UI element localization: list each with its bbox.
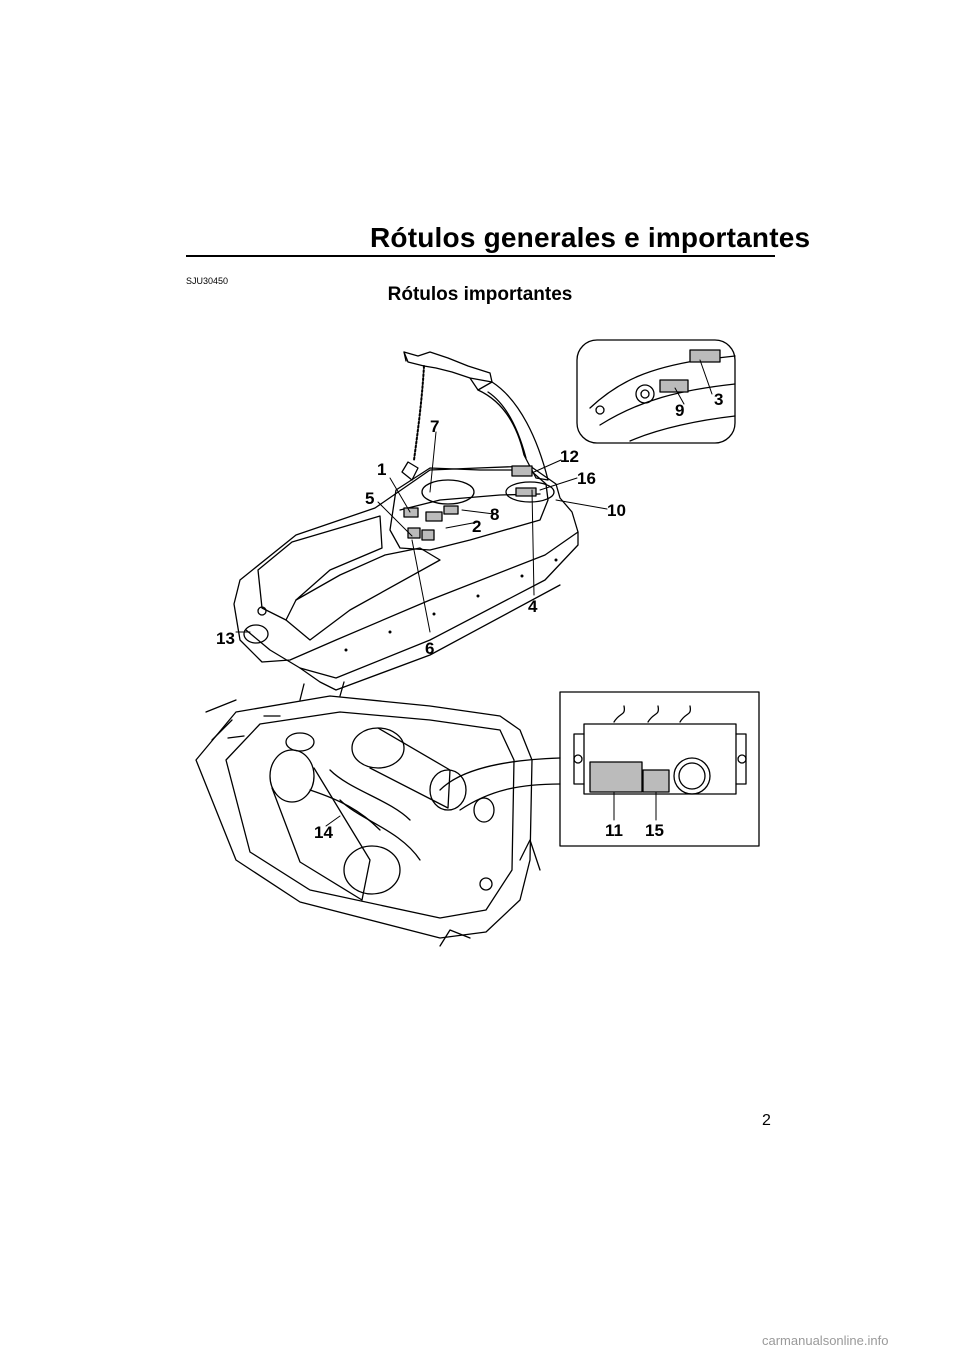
header-rule (186, 255, 775, 257)
callout-7: 7 (430, 417, 439, 436)
page-number: 2 (762, 1112, 771, 1129)
callout-1: 1 (377, 460, 386, 479)
callout-11: 11 (605, 821, 623, 840)
callout-12: 12 (560, 447, 579, 466)
callout-13: 13 (216, 629, 235, 648)
section-title: Rótulos importantes (387, 284, 573, 305)
watermark: carmanualsonline.info (762, 1333, 889, 1348)
leader-lines (235, 359, 713, 827)
callout-3: 3 (714, 390, 723, 409)
callout-15: 15 (645, 821, 664, 840)
callout-8: 8 (490, 505, 499, 524)
callout-10: 10 (607, 501, 626, 520)
callout-14: 14 (314, 823, 333, 842)
callout-9: 9 (675, 401, 684, 420)
electrical-box-inset (559, 691, 760, 847)
callout-2: 2 (472, 517, 481, 536)
page-title: Rótulos generales e importantes (370, 222, 811, 253)
engine-compartment-illustration (195, 681, 561, 947)
callout-5: 5 (365, 489, 374, 508)
document-code: SJU30450 (186, 276, 229, 286)
callout-numbers: 1 2 3 4 5 6 7 8 9 10 11 12 13 14 15 16 (216, 390, 723, 842)
callout-6: 6 (425, 639, 434, 658)
bow-inset (576, 339, 736, 444)
callout-16: 16 (577, 469, 596, 488)
watercraft-illustration (233, 351, 579, 691)
callout-4: 4 (528, 597, 538, 616)
